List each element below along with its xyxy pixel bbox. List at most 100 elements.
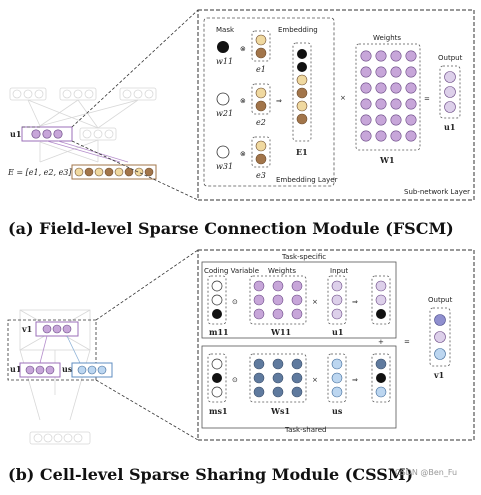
weights-label-b: Weights <box>268 267 296 275</box>
E1-node <box>297 62 307 72</box>
weight-node <box>375 98 387 110</box>
weight-node <box>272 280 284 292</box>
caption-a: (a) Field-level Sparse Connection Module… <box>8 219 454 238</box>
w31-label: w31 <box>216 162 233 171</box>
weight-node <box>390 114 402 126</box>
v1-output-box <box>429 307 451 367</box>
u1-label-left: u1 <box>10 364 21 374</box>
output-label-a: Output <box>438 54 463 62</box>
E1-node <box>296 113 308 125</box>
task-specific-label: Task-specific <box>281 253 326 261</box>
equals-a: = <box>424 95 430 103</box>
times-a: × <box>340 94 346 102</box>
W1-box <box>355 43 421 151</box>
ms1-label: ms1 <box>209 406 228 416</box>
us-input-box <box>327 353 347 403</box>
ms1-box <box>207 353 227 403</box>
arrow-b-bottom: ⇒ <box>352 376 358 384</box>
result-bottom-node <box>375 386 387 398</box>
w11-label: w11 <box>216 57 233 66</box>
u1-input-label: u1 <box>332 327 343 337</box>
us-label-left: us <box>62 364 73 374</box>
ms1-node <box>212 373 222 383</box>
v1-connection <box>39 335 48 364</box>
weight-node <box>272 308 284 320</box>
result-top-node <box>375 294 387 306</box>
embedding-layer-frame <box>203 17 335 187</box>
task-shared-frame <box>201 345 397 429</box>
result-bottom-box <box>371 353 391 403</box>
us-node <box>87 365 97 375</box>
u1-node <box>31 129 41 139</box>
E1-label: E1 <box>296 147 308 157</box>
odot-bottom: ⊙ <box>232 376 238 384</box>
E1-node <box>296 87 308 99</box>
u1-node-b <box>45 365 55 375</box>
u1-node <box>53 129 63 139</box>
weight-node <box>291 386 303 398</box>
task-shared-label: Task-shared <box>284 426 326 434</box>
embedding-label: Embedding <box>278 26 318 34</box>
input-label-b: Input <box>330 267 348 275</box>
E-vector-box <box>71 164 157 180</box>
u1-connection <box>57 140 129 163</box>
weight-node <box>375 130 387 142</box>
u1-node-b <box>35 365 45 375</box>
e2-box <box>251 83 271 115</box>
result-top-node <box>376 309 386 319</box>
weight-node <box>390 82 402 94</box>
u1-output-node <box>444 86 456 98</box>
weight-node <box>253 358 265 370</box>
v1-output-node <box>434 314 446 326</box>
embedding-layer-label: Embedding Layer <box>276 176 338 184</box>
u1-output-node <box>444 101 456 113</box>
result-top-box <box>371 275 391 325</box>
watermark: CSDN @Ben_Fu <box>395 468 457 477</box>
u1-input-node <box>331 280 343 292</box>
v1-connection <box>66 335 81 364</box>
Ws1-matrix-nodes <box>253 358 303 398</box>
arrow-b-top: ⇒ <box>352 298 358 306</box>
v1-node <box>62 324 72 334</box>
E1-box <box>292 42 312 142</box>
mask-label: Mask <box>216 26 235 34</box>
u1-input-node <box>331 294 343 306</box>
e3-node <box>255 140 267 152</box>
u1-input-box <box>327 275 347 325</box>
otimes-2: ⊗ <box>240 97 246 105</box>
weight-node <box>272 294 284 306</box>
output-label-b: Output <box>428 296 453 304</box>
result-top-node <box>375 280 387 292</box>
weight-node <box>253 372 265 384</box>
zoom-region-b <box>7 319 97 381</box>
m11-box <box>207 275 227 325</box>
weight-node <box>390 130 402 142</box>
e1-node <box>255 47 267 59</box>
m11-node <box>212 309 222 319</box>
otimes-3: ⊗ <box>240 150 246 158</box>
e1-box <box>251 30 271 62</box>
weight-node <box>272 386 284 398</box>
weight-node <box>360 66 372 78</box>
e3-label: e3 <box>256 171 266 180</box>
weight-node <box>360 130 372 142</box>
v1-output-node <box>434 348 446 360</box>
e3-node <box>255 153 267 165</box>
zoom-line-b <box>95 249 199 321</box>
W11-matrix-nodes <box>253 280 303 320</box>
m11-label: m11 <box>209 327 229 337</box>
mask-w11 <box>217 41 229 53</box>
Ws1-box <box>249 353 307 403</box>
weight-node <box>405 82 417 94</box>
e2-node <box>255 87 267 99</box>
ms1-node <box>211 358 223 370</box>
v1-node <box>42 324 52 334</box>
panel-b: v1 u1 us Task-specific Task-shared Codin… <box>7 249 475 445</box>
weight-node <box>291 294 303 306</box>
m11-node <box>211 294 223 306</box>
m11-node <box>211 280 223 292</box>
W1-label: W1 <box>379 155 395 165</box>
zoom-line-a <box>71 9 199 128</box>
weight-node <box>405 130 417 142</box>
weight-node <box>375 82 387 94</box>
